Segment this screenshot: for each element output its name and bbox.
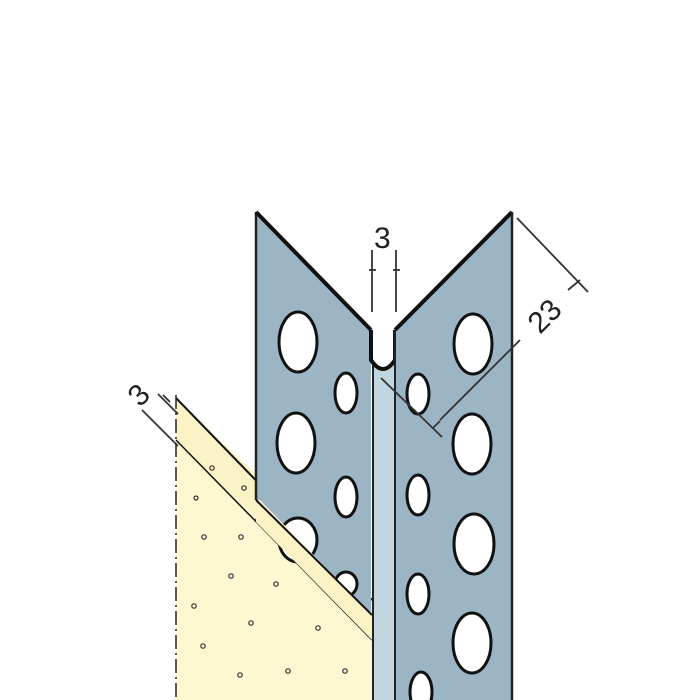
right-wing bbox=[393, 210, 514, 700]
dimension-plaster-thickness bbox=[141, 393, 179, 447]
dimension-label-wing-width: 23 bbox=[522, 293, 569, 340]
bead-nose bbox=[369, 330, 397, 700]
dimension-nose-gap bbox=[369, 250, 400, 312]
dimension-label-nose-gap: 3 bbox=[374, 222, 391, 255]
left-wing bbox=[254, 210, 373, 640]
dimension-label-plaster-thickness: 3 bbox=[122, 378, 157, 413]
dimension-wing-width bbox=[380, 217, 589, 438]
